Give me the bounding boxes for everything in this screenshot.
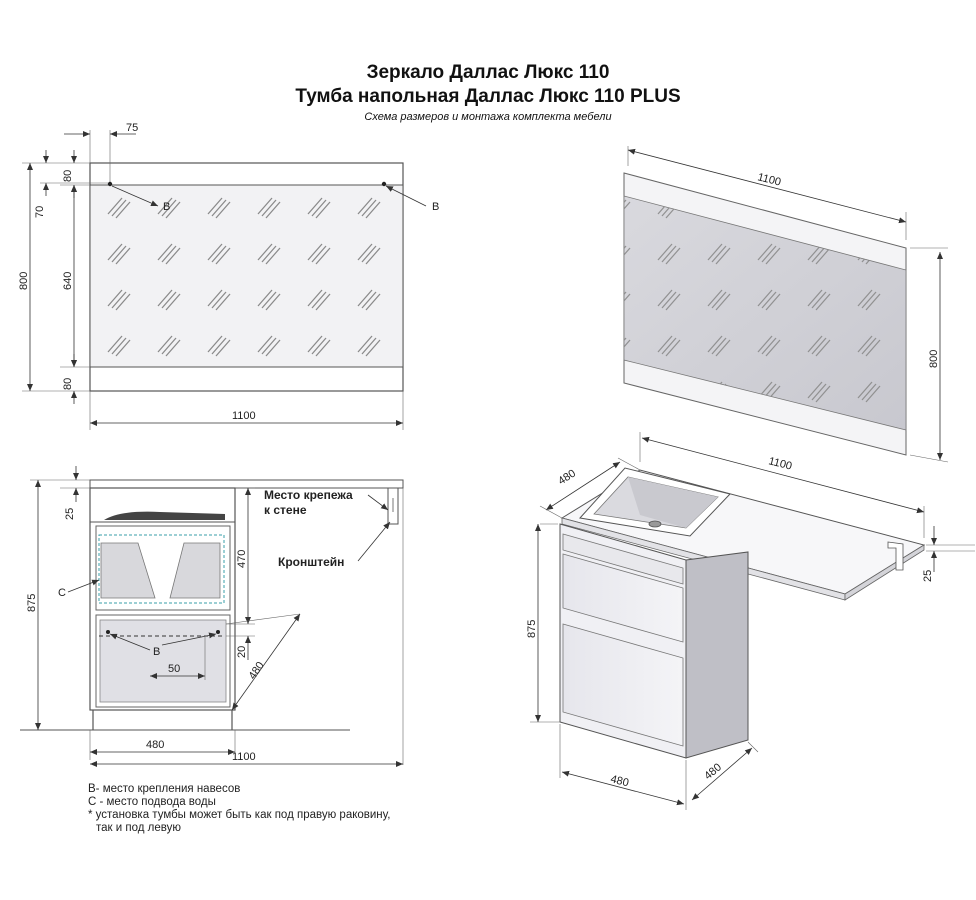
label-mount-line2: к стене — [264, 503, 307, 517]
mount-b-right: B — [432, 201, 439, 213]
cabinet-iso-view: 480 1100 25 875 480 480 — [526, 432, 975, 810]
iso-dim-width: 1100 — [767, 455, 793, 472]
dim-mount-offset: 70 — [34, 206, 46, 218]
label-b: B — [153, 646, 160, 658]
dim-width-1100: 1100 — [232, 751, 256, 763]
iso-drawer-2 — [562, 623, 684, 747]
label-mount-line1: Место крепежа — [264, 488, 353, 502]
dim-20: 20 — [236, 646, 248, 658]
mount-b-left: B — [163, 201, 170, 213]
iso-dim-base-width: 480 — [609, 773, 630, 789]
note-install-cont: так и под левую — [96, 822, 181, 834]
iso-dim-mirror-width: 1100 — [756, 171, 782, 188]
mount-point-right — [381, 181, 387, 187]
siphon-cutout-right — [169, 542, 221, 599]
subtitle: Схема размеров и монтажа комплекта мебел… — [364, 111, 612, 123]
sink-bowl — [104, 511, 225, 520]
glass-hatch — [90, 185, 403, 367]
mirror-iso-view: 1100 800 — [623, 146, 949, 463]
water-supply-zone — [98, 534, 225, 604]
label-c: C — [58, 587, 66, 599]
dim-50: 50 — [168, 663, 180, 675]
iso-dim-top-depth: 480 — [556, 467, 578, 487]
cabinet-front-view: C B 50 Место крепежа к стене Кронштейн — [20, 466, 404, 767]
label-bracket: Кронштейн — [278, 555, 344, 569]
drawer-bottom-inner — [99, 619, 227, 703]
dim-top-25: 25 — [64, 508, 76, 520]
iso-cabinet-side — [685, 551, 749, 759]
dim-drawer-470: 470 — [236, 550, 248, 568]
legend-notes: B- место крепления навесов C - место под… — [88, 783, 390, 835]
iso-drawer-1 — [562, 553, 684, 643]
mount-point-left — [107, 181, 113, 187]
dim-side-offset: 75 — [126, 122, 138, 134]
dim-glass-height: 640 — [62, 272, 74, 290]
iso-dim-top-25: 25 — [922, 570, 934, 582]
dim-bottom-frame: 80 — [62, 378, 74, 390]
countertop — [89, 479, 404, 489]
siphon-cutout-left — [100, 542, 156, 599]
note-install: * установка тумбы может быть как под пра… — [88, 809, 391, 821]
mirror-front-view: B B 75 800 80 70 — [18, 122, 439, 430]
title-cabinet: Тумба напольная Даллас Люкс 110 PLUS — [295, 86, 681, 107]
dim-mirror-height: 800 — [18, 272, 30, 290]
leader-b-left — [111, 185, 159, 207]
dim-width-480: 480 — [146, 739, 164, 751]
dim-top-frame: 80 — [62, 170, 74, 182]
dim-cabinet-height: 875 — [26, 594, 38, 612]
dim-depth-480: 480 — [247, 660, 267, 682]
leader-b-right — [385, 185, 427, 207]
note-c: C - место подвода воды — [88, 796, 216, 808]
title-mirror: Зеркало Даллас Люкс 110 — [366, 62, 610, 83]
dim-mirror-width: 1100 — [232, 410, 256, 422]
note-b: B- место крепления навесов — [88, 783, 241, 795]
iso-dim-height: 875 — [526, 620, 538, 638]
iso-dim-base-depth: 480 — [702, 761, 724, 782]
iso-dim-mirror-height: 800 — [928, 350, 940, 368]
